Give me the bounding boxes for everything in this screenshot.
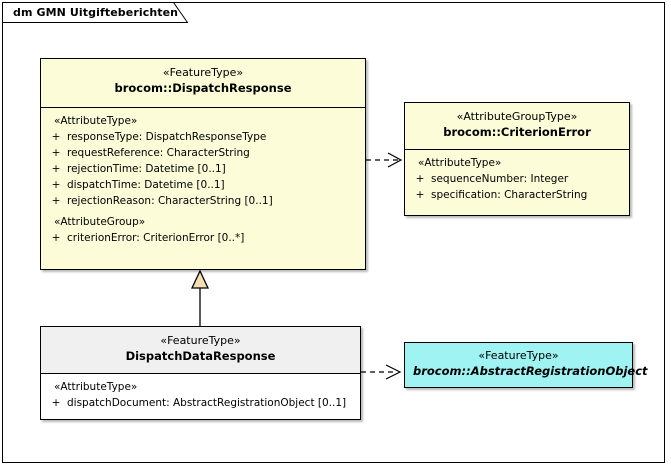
attribute-visibility: + <box>415 189 425 201</box>
attribute-visibility: + <box>51 232 61 244</box>
attribute-visibility: + <box>415 173 425 185</box>
class-name: brocom::CriterionError <box>443 125 591 139</box>
attribute-row[interactable]: + requestReference: CharacterString <box>45 145 361 161</box>
class-header-dispatch-data-response: «FeatureType» DispatchDataResponse <box>41 327 360 374</box>
attribute-text: specification: CharacterString <box>431 189 588 201</box>
attribute-row[interactable]: + criterionError: CriterionError [0..*] <box>45 230 361 246</box>
attribute-row[interactable]: + sequenceNumber: Integer <box>409 171 625 187</box>
title-tab-shape <box>2 2 188 23</box>
class-body-dispatch-data-response: «AttributeType» + dispatchDocument: Abst… <box>41 374 360 417</box>
compartment-group-label-attributetype: «AttributeType» <box>54 115 138 127</box>
class-box-dispatch-response[interactable]: «FeatureType» brocom::DispatchResponse «… <box>40 58 366 270</box>
attribute-visibility: + <box>51 163 61 175</box>
class-header-dispatch-response: «FeatureType» brocom::DispatchResponse <box>41 59 365 108</box>
attribute-row[interactable]: + responseType: DispatchResponseType <box>45 129 361 145</box>
class-box-dispatch-data-response[interactable]: «FeatureType» DispatchDataResponse «Attr… <box>40 326 361 420</box>
class-name: brocom::AbstractRegistrationObject <box>413 364 648 378</box>
attribute-text: rejectionReason: CharacterString [0..1] <box>67 195 273 207</box>
compartment-group-label-attributegroup: «AttributeGroup» <box>54 216 146 228</box>
attribute-text: criterionError: CriterionError [0..*] <box>67 232 245 244</box>
attribute-visibility: + <box>51 131 61 143</box>
class-box-abstract-registration-object[interactable]: «FeatureType» brocom::AbstractRegistrati… <box>404 342 648 389</box>
attribute-row[interactable]: + dispatchTime: Datetime [0..1] <box>45 177 361 193</box>
class-header-abstract-registration-object: «FeatureType» brocom::AbstractRegistrati… <box>405 343 648 389</box>
attribute-text: responseType: DispatchResponseType <box>67 131 267 143</box>
attribute-row[interactable]: + rejectionReason: CharacterString [0..1… <box>45 193 361 209</box>
attribute-text: dispatchDocument: AbstractRegistrationOb… <box>67 397 347 409</box>
attribute-visibility: + <box>51 195 61 207</box>
class-header-criterion-error: «AttributeGroupType» brocom::CriterionEr… <box>405 103 629 150</box>
class-name: DispatchDataResponse <box>125 349 276 363</box>
attribute-row[interactable]: + specification: CharacterString <box>409 187 625 203</box>
attribute-text: rejectionTime: Datetime [0..1] <box>67 163 226 175</box>
class-stereotype: «AttributeGroupType» <box>456 110 578 123</box>
compartment-group-label-attributetype: «AttributeType» <box>418 157 502 169</box>
class-stereotype: «FeatureType» <box>478 349 559 362</box>
diagram-title: dm GMN Uitgifteberichten <box>13 6 179 19</box>
attribute-text: dispatchTime: Datetime [0..1] <box>67 179 225 191</box>
attribute-visibility: + <box>51 147 61 159</box>
class-body-dispatch-response: «AttributeType» + responseType: Dispatch… <box>41 108 365 252</box>
class-stereotype: «FeatureType» <box>160 334 241 347</box>
attribute-visibility: + <box>51 179 61 191</box>
class-name: brocom::DispatchResponse <box>114 81 292 95</box>
attribute-row[interactable]: + dispatchDocument: AbstractRegistration… <box>45 395 356 411</box>
attribute-text: sequenceNumber: Integer <box>431 173 569 185</box>
class-stereotype: «FeatureType» <box>162 66 244 79</box>
class-body-criterion-error: «AttributeType» + sequenceNumber: Intege… <box>405 150 629 209</box>
attribute-row[interactable]: + rejectionTime: Datetime [0..1] <box>45 161 361 177</box>
attribute-visibility: + <box>51 397 61 409</box>
compartment-group-label-attributetype: «AttributeType» <box>54 381 138 393</box>
class-box-criterion-error[interactable]: «AttributeGroupType» brocom::CriterionEr… <box>404 102 630 216</box>
attribute-text: requestReference: CharacterString <box>67 147 250 159</box>
